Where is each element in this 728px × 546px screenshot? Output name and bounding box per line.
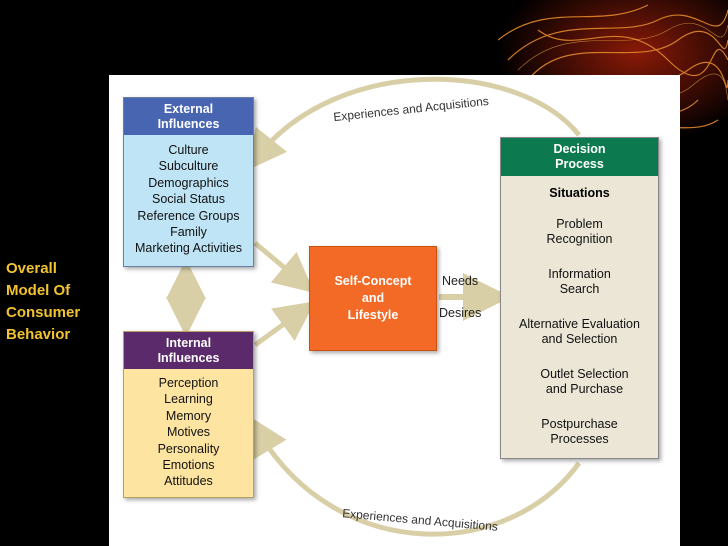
- slide-title-line: Model Of: [6, 282, 71, 299]
- step-outlet-selection: Outlet Selection and Purchase: [501, 367, 658, 397]
- decision-process-body: Situations Problem Recognition Informati…: [501, 176, 658, 458]
- decision-process-box: Decision Process Situations Problem Reco…: [500, 137, 659, 459]
- list-item: Learning: [164, 392, 213, 407]
- step-line: Processes: [550, 432, 609, 446]
- external-influences-list: Culture Subculture Demographics Social S…: [124, 135, 253, 257]
- slide-title-line: Consumer: [6, 304, 81, 321]
- external-influences-header: External Influences: [124, 98, 253, 135]
- header-line: Internal: [165, 335, 212, 350]
- list-item: Family: [170, 225, 207, 240]
- self-concept-box: Self-Concept and Lifestyle: [309, 246, 437, 351]
- slide-title: Overall Model Of Consumer Behavior: [6, 258, 106, 346]
- list-item: Social Status: [152, 192, 225, 207]
- internal-influences-box: Internal Influences Perception Learning …: [123, 331, 254, 498]
- list-item: Marketing Activities: [135, 241, 242, 256]
- list-item: Subculture: [158, 159, 219, 174]
- list-item: Culture: [168, 143, 209, 157]
- top-curve-arrow: [246, 76, 581, 171]
- self-concept-line: and: [361, 291, 385, 305]
- header-line: Influences: [157, 350, 220, 365]
- internal-influences-header: Internal Influences: [124, 332, 253, 369]
- needs-label: Needs: [442, 274, 479, 288]
- external-to-self-arrow: [253, 241, 315, 293]
- step-line: Outlet Selection: [540, 367, 629, 381]
- list-item: Memory: [165, 408, 212, 423]
- step-postpurchase: Postpurchase Processes: [501, 417, 658, 447]
- step-line: Information: [548, 267, 611, 281]
- header-line: External: [163, 101, 214, 116]
- step-line: Postpurchase: [541, 417, 618, 431]
- list-item: Emotions: [162, 458, 215, 473]
- desires-label: Desires: [439, 306, 482, 320]
- step-alternative-evaluation: Alternative Evaluation and Selection: [501, 317, 658, 347]
- list-item: Perception: [158, 376, 219, 390]
- list-item: Demographics: [148, 175, 229, 190]
- step-problem-recognition: Problem Recognition: [501, 217, 658, 247]
- bottom-curve-arrow: [248, 415, 582, 537]
- header-line: Decision: [553, 142, 606, 156]
- situations-heading: Situations: [549, 186, 610, 200]
- list-item: Motives: [166, 425, 211, 440]
- list-item: Personality: [157, 441, 220, 456]
- header-line: Process: [555, 157, 604, 171]
- list-item: Attitudes: [164, 474, 213, 489]
- diagram-panel: Experiences and Acquisitions Experiences…: [109, 75, 680, 546]
- step-line: and Selection: [541, 332, 618, 346]
- header-line: Influences: [157, 116, 220, 131]
- step-line: and Purchase: [545, 382, 624, 396]
- step-line: Problem: [556, 217, 603, 231]
- step-line: Recognition: [546, 232, 613, 246]
- external-influences-box: External Influences Culture Subculture D…: [123, 97, 254, 267]
- self-concept-line: Self-Concept: [334, 274, 412, 288]
- internal-influences-list: Perception Learning Memory Motives Perso…: [124, 369, 253, 490]
- step-line: Alternative Evaluation: [519, 317, 640, 331]
- step-line: Search: [559, 282, 600, 296]
- self-concept-line: Lifestyle: [347, 308, 399, 322]
- step-information-search: Information Search: [501, 267, 658, 297]
- slide-title-line: Behavior: [6, 326, 71, 343]
- decision-process-header: Decision Process: [501, 138, 658, 176]
- list-item: Reference Groups: [137, 208, 240, 223]
- slide-title-line: Overall: [6, 260, 57, 277]
- internal-to-self-arrow: [253, 301, 316, 348]
